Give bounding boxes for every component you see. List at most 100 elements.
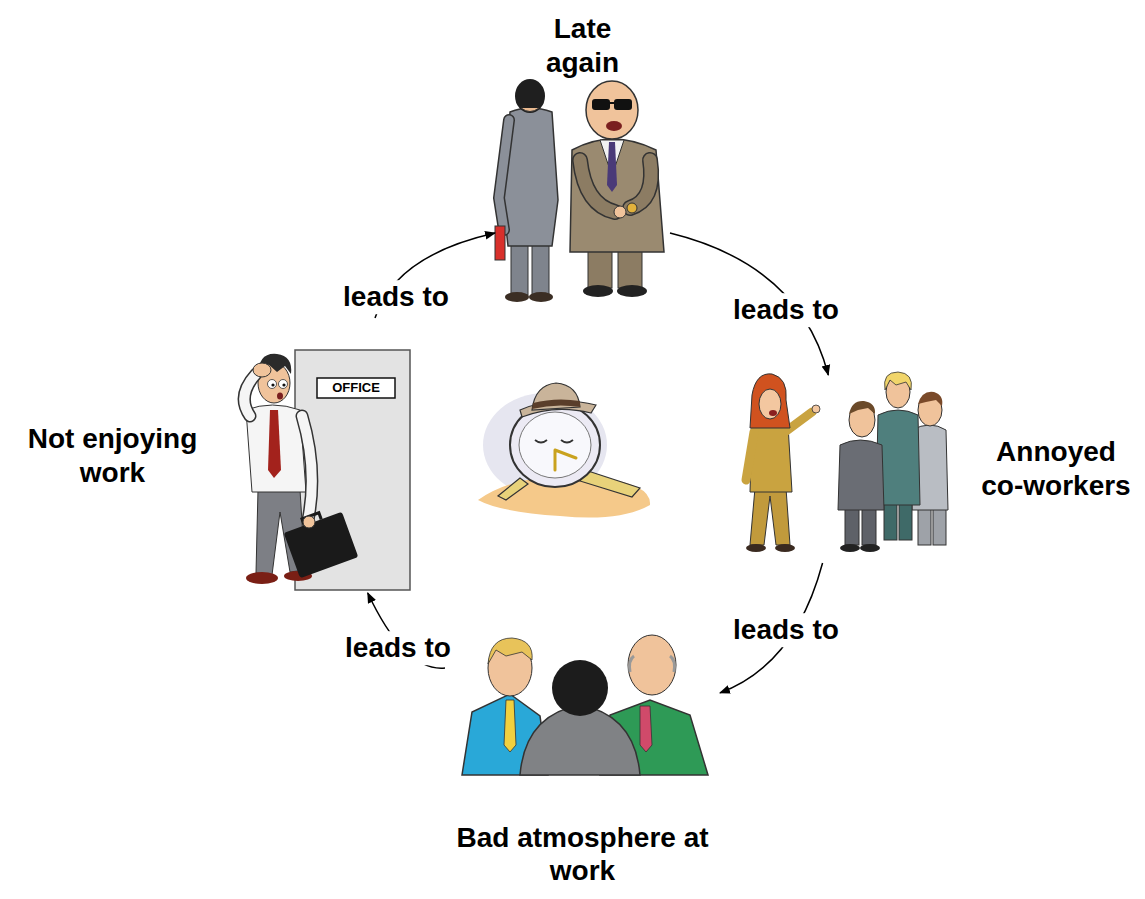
co-workers-group [860, 544, 880, 552]
cycle-arrow [670, 233, 828, 375]
huddled-group [630, 656, 675, 672]
stressed-man-figure [303, 516, 315, 528]
boss-figure [617, 285, 647, 297]
co-workers-group [933, 505, 946, 545]
stressed-man-figure [268, 380, 277, 389]
sleeping-clock [532, 383, 580, 410]
sleeping-clock [535, 440, 573, 443]
boss-figure [583, 285, 613, 297]
boss-figure [606, 121, 622, 131]
door-sign-text: OFFICE [332, 381, 380, 395]
angry-woman-figure [775, 544, 795, 552]
node-caption: Bad atmosphere at work [452, 821, 714, 888]
sleeping-clock [478, 383, 650, 518]
edge-label: leads to [341, 631, 455, 665]
sleeping-clock [580, 470, 640, 497]
stressed-man-figure [244, 374, 256, 416]
stressed-man-figure [284, 512, 359, 578]
sleeping-clock [498, 478, 528, 500]
boss-figure [607, 142, 617, 192]
co-workers-group [918, 392, 942, 406]
boss-figure [618, 250, 642, 288]
boss-figure [627, 203, 637, 213]
huddled-group [640, 706, 652, 752]
stressed-man-figure [302, 416, 312, 520]
co-workers-group [845, 505, 859, 545]
cycle-arrow [720, 563, 823, 693]
co-workers-group [838, 372, 948, 552]
angry-woman-figure [746, 374, 820, 552]
edge-label: leads to [729, 293, 843, 327]
late-employee-figure [515, 79, 545, 113]
stressed-man-figure [268, 410, 281, 478]
boss-figure [610, 102, 614, 104]
caption-node: Not enjoying work [6, 318, 388, 593]
boss-figure [570, 139, 664, 252]
boss-figure [614, 206, 626, 218]
caption-node: Annoyed co-workers [732, 375, 1140, 563]
edge-label: leads to [729, 613, 843, 647]
stressed-man-figure [281, 505, 358, 578]
late-employee-figure [499, 120, 509, 230]
co-workers-group [840, 544, 860, 552]
huddled-group [628, 635, 676, 695]
caption-node: Bad atmosphere at work [445, 630, 720, 892]
huddled-group [462, 635, 708, 775]
stressed-man-figure [244, 374, 256, 416]
boss-figure [588, 250, 612, 288]
boss-figure [570, 81, 664, 297]
sleeping-clock [519, 412, 591, 478]
huddled-group [504, 700, 516, 752]
stressed-man-figure [271, 383, 274, 386]
late-employee-figure [495, 79, 558, 302]
stressed-man-figure [279, 380, 288, 389]
co-workers-group [862, 505, 876, 545]
late-employee-figure [495, 226, 505, 260]
co-workers-group [884, 500, 897, 540]
office-door [317, 378, 395, 398]
boss-figure [614, 99, 632, 110]
late-employee-figure [529, 292, 553, 302]
angry-woman-figure [769, 410, 777, 416]
stressed-man-figure [282, 383, 285, 386]
angry-woman-figure [750, 488, 790, 545]
huddled-group [552, 660, 608, 716]
angry-woman-figure [759, 389, 781, 419]
angry-woman-figure [750, 374, 790, 428]
angry-woman-figure [746, 432, 754, 480]
late-employee-figure [532, 243, 549, 295]
late-employee-figure [505, 292, 529, 302]
boss-figure [592, 99, 610, 110]
edge-label: leads to [339, 280, 453, 314]
node-caption: Late again [528, 12, 638, 79]
co-workers-group [918, 505, 931, 545]
stressed-man-figure [253, 363, 271, 377]
stressed-man-figure [246, 572, 278, 584]
angry-woman-figure [812, 405, 820, 413]
co-workers-group [849, 401, 875, 414]
node-caption: Annoyed co-workers [976, 435, 1136, 502]
boss-figure [580, 160, 615, 212]
late-employee-figure [511, 243, 528, 295]
co-workers-group [838, 440, 884, 510]
boss-figure [586, 81, 638, 139]
late-employee-figure [521, 108, 539, 112]
sleeping-clock [532, 399, 580, 409]
stressed-man-figure [244, 354, 358, 584]
boss-figure [580, 160, 615, 212]
late-employee-figure [499, 120, 509, 230]
cycle-arrow [375, 233, 495, 318]
sleeping-clock [555, 450, 576, 470]
huddled-group [488, 638, 532, 664]
co-workers-group [885, 372, 912, 390]
node-caption: Not enjoying work [10, 422, 215, 489]
co-workers-group [899, 500, 912, 540]
stressed-man-figure [302, 416, 312, 520]
angry-woman-figure [746, 544, 766, 552]
boss-figure [630, 160, 651, 208]
boss-figure [630, 160, 651, 208]
caption-node: Late again [495, 8, 670, 303]
cycle-arrow [368, 593, 445, 668]
